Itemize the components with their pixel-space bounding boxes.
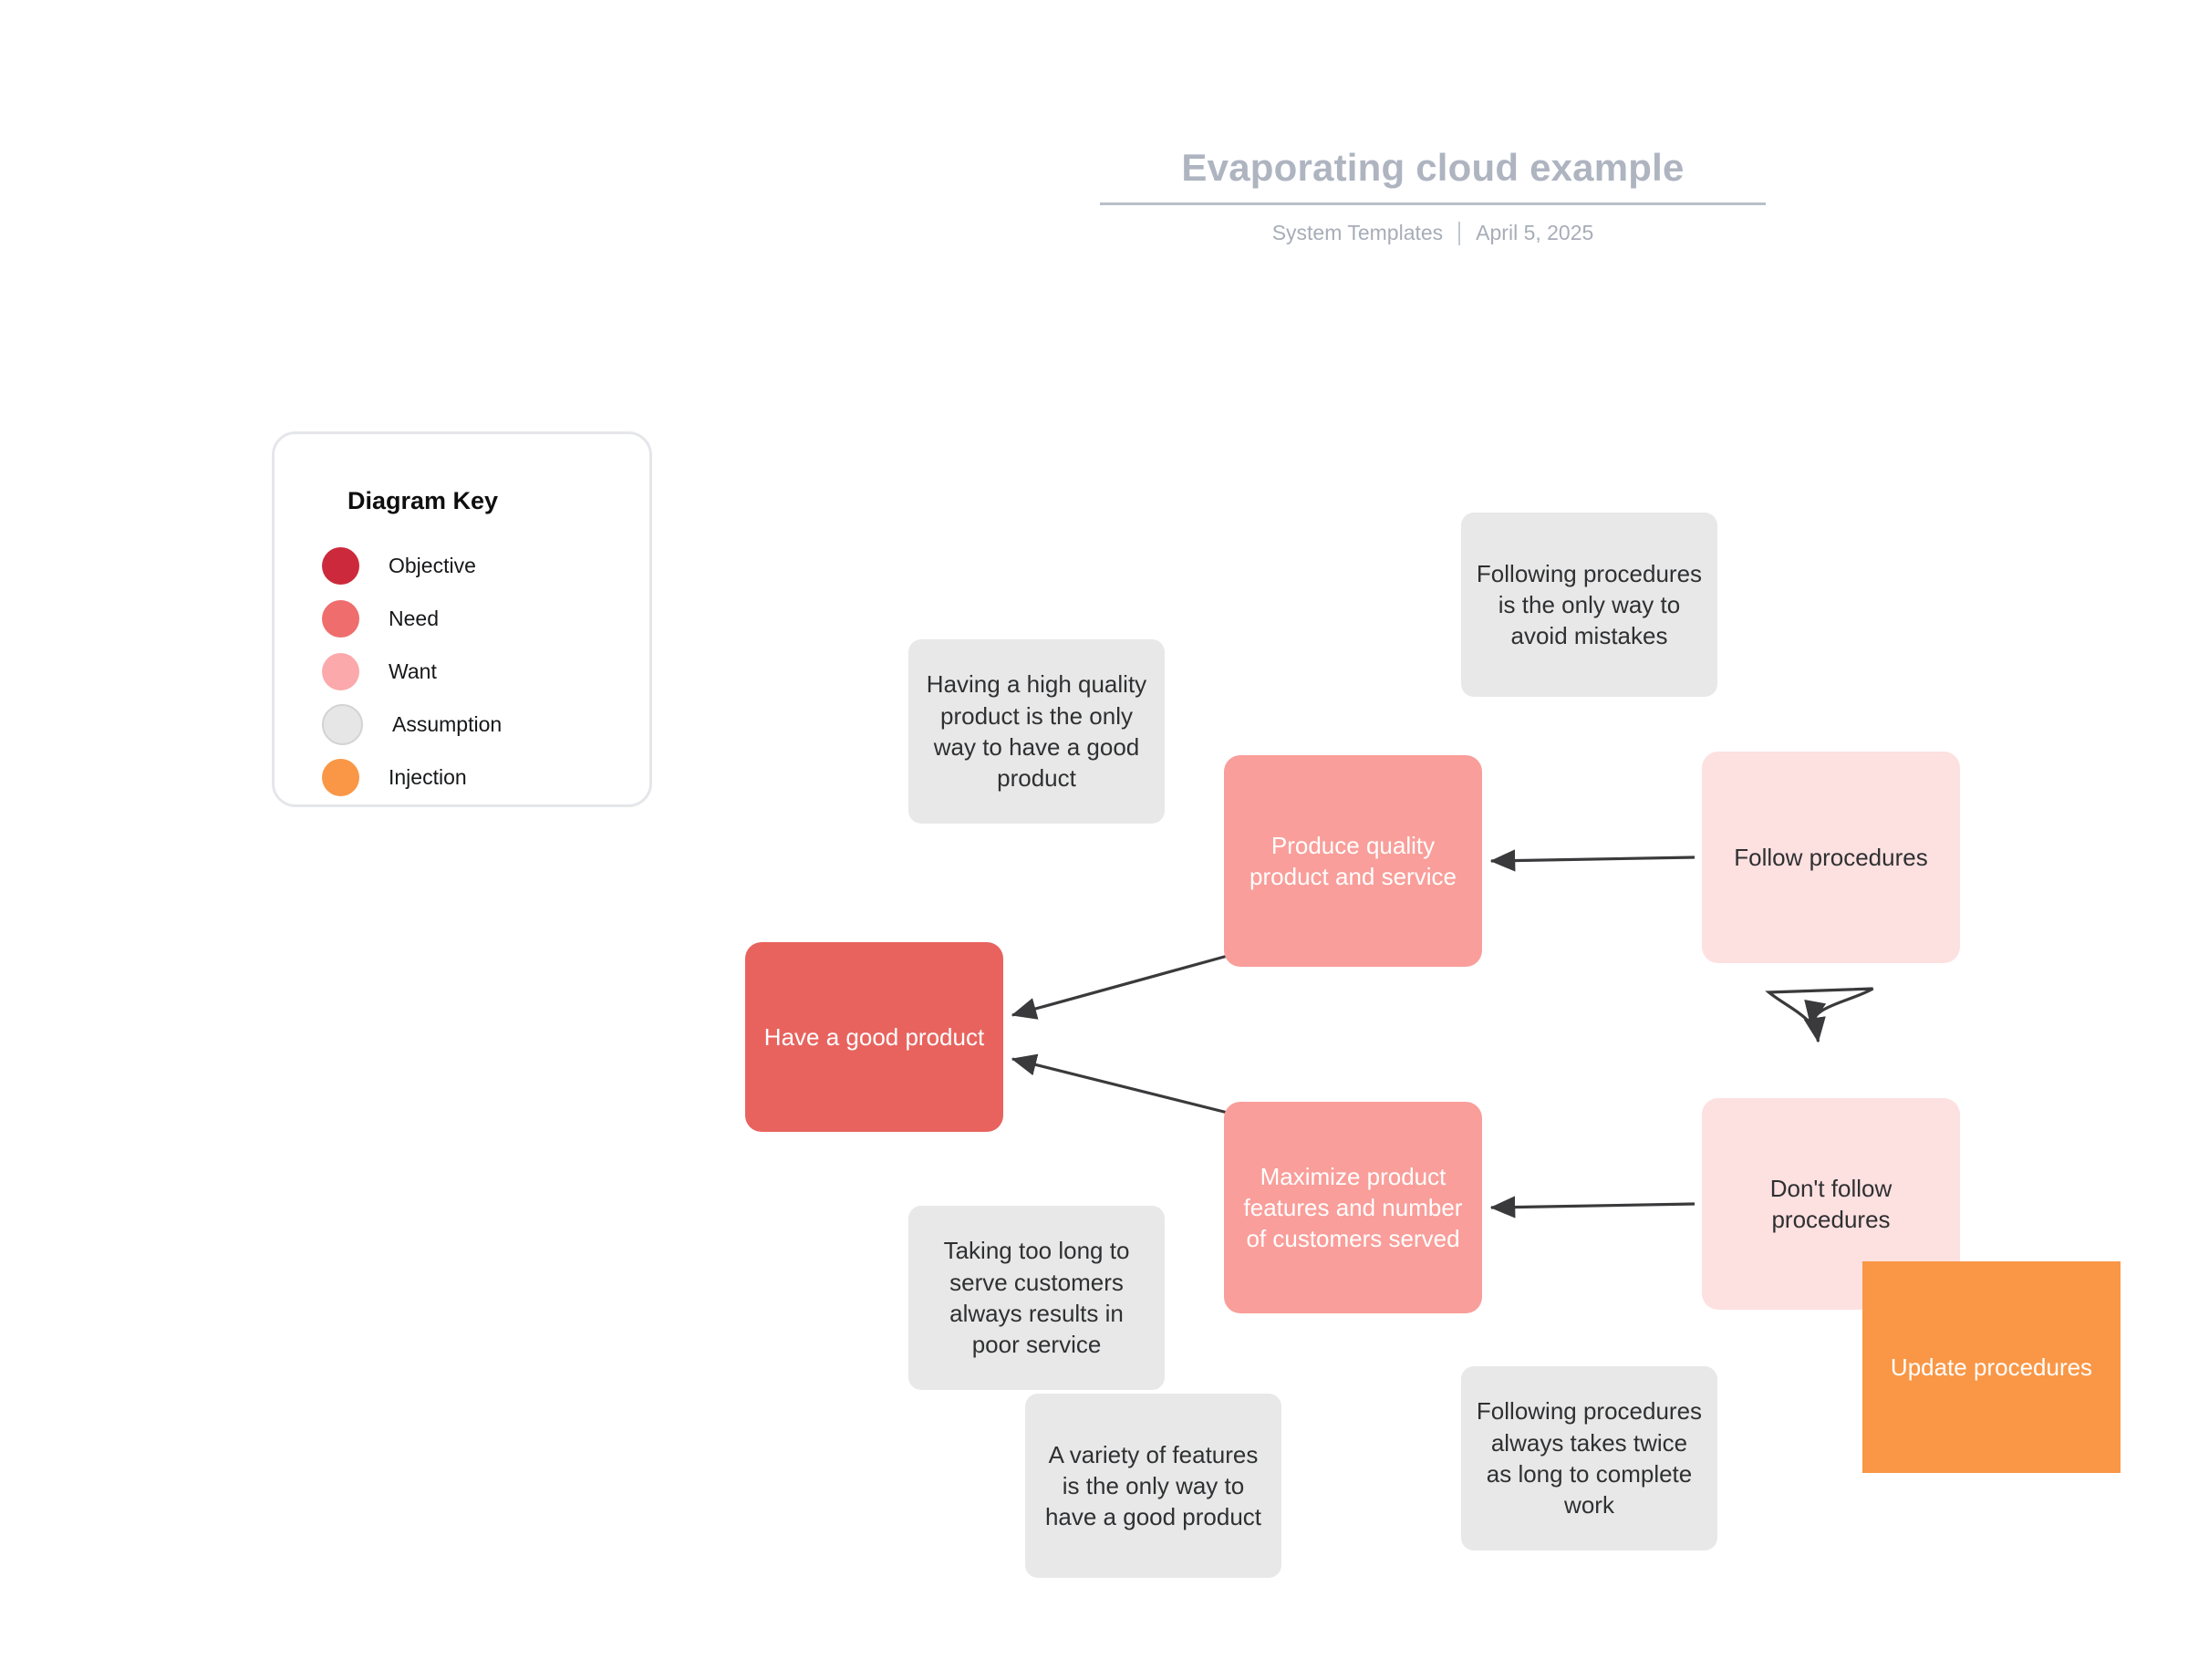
diagram-node-want-follow[interactable]: Follow procedures — [1702, 752, 1960, 963]
diagram-edge-edge-quality-to-objective — [1011, 954, 1229, 1020]
header-subtitle: System Templates April 5, 2025 — [1100, 221, 1766, 245]
legend-item-label: Injection — [389, 764, 467, 789]
diagram-node-need-quality[interactable]: Produce quality product and service — [1224, 755, 1482, 967]
diagram-node-label: Taking too long to serve customers alway… — [943, 1237, 1130, 1359]
diagram-node-label: Have a good product — [763, 1022, 985, 1051]
diagram-node-assumption-variety[interactable]: A variety of features is the only way to… — [1025, 1394, 1281, 1578]
diagram-node-label: Produce quality product and service — [1250, 831, 1457, 890]
header-org: System Templates — [1271, 221, 1444, 245]
diagram-node-label: Follow procedures — [1734, 843, 1928, 871]
document-header: Evaporating cloud example System Templat… — [1100, 146, 1766, 245]
legend-swatch-icon — [322, 599, 359, 638]
legend-item-label: Objective — [389, 553, 476, 577]
legend-swatch-icon — [322, 546, 359, 585]
diagram-edge-edge-features-to-objective — [1011, 1053, 1229, 1115]
legend-swatch-icon — [322, 758, 359, 796]
legend-item-want: Want — [322, 645, 632, 698]
diagram-node-need-features[interactable]: Maximize product features and number of … — [1224, 1102, 1482, 1313]
legend-item-injection: Injection — [322, 751, 632, 804]
legend-swatch-icon — [322, 703, 363, 745]
diagram-node-label: Following procedures always takes twice … — [1476, 1397, 1703, 1519]
legend-item-objective: Objective — [322, 539, 632, 592]
legend-item-assumption: Assumption — [322, 698, 632, 751]
diagram-node-assumption-too-long[interactable]: Taking too long to serve customers alway… — [908, 1206, 1165, 1390]
diagram-edge-edge-dontfollow-to-features — [1489, 1196, 1695, 1219]
diagram-key-title: Diagram Key — [347, 487, 499, 514]
page-title: Evaporating cloud example — [1100, 146, 1766, 206]
diagram-node-label: Following procedures is the only way to … — [1476, 559, 1703, 650]
subtitle-divider-icon — [1458, 221, 1461, 245]
legend-swatch-icon — [322, 652, 359, 690]
legend-item-label: Want — [389, 659, 437, 683]
diagram-node-label: Maximize product features and number of … — [1243, 1162, 1463, 1253]
diagram-edge-edge-conflict — [1765, 987, 1874, 1043]
diagram-edge-edge-follow-to-quality — [1489, 849, 1695, 872]
legend-item-label: Need — [389, 606, 439, 630]
diagram-node-assumption-twice-long[interactable]: Following procedures always takes twice … — [1461, 1366, 1717, 1550]
diagram-node-label: A variety of features is the only way to… — [1044, 1440, 1262, 1531]
diagram-node-assumption-mistakes[interactable]: Following procedures is the only way to … — [1461, 513, 1717, 697]
header-date: April 5, 2025 — [1476, 221, 1594, 245]
diagram-node-label: Having a high quality product is the onl… — [926, 670, 1147, 793]
diagram-node-objective[interactable]: Have a good product — [745, 942, 1003, 1132]
legend-item-label: Assumption — [392, 711, 503, 736]
legend-item-need: Need — [322, 592, 632, 645]
diagram-node-injection-update[interactable]: Update procedures — [1862, 1261, 2121, 1473]
diagram-node-assumption-quality[interactable]: Having a high quality product is the onl… — [908, 639, 1165, 824]
diagram-node-label: Don't follow procedures — [1769, 1174, 1892, 1233]
diagram-node-label: Update procedures — [1890, 1353, 2093, 1381]
